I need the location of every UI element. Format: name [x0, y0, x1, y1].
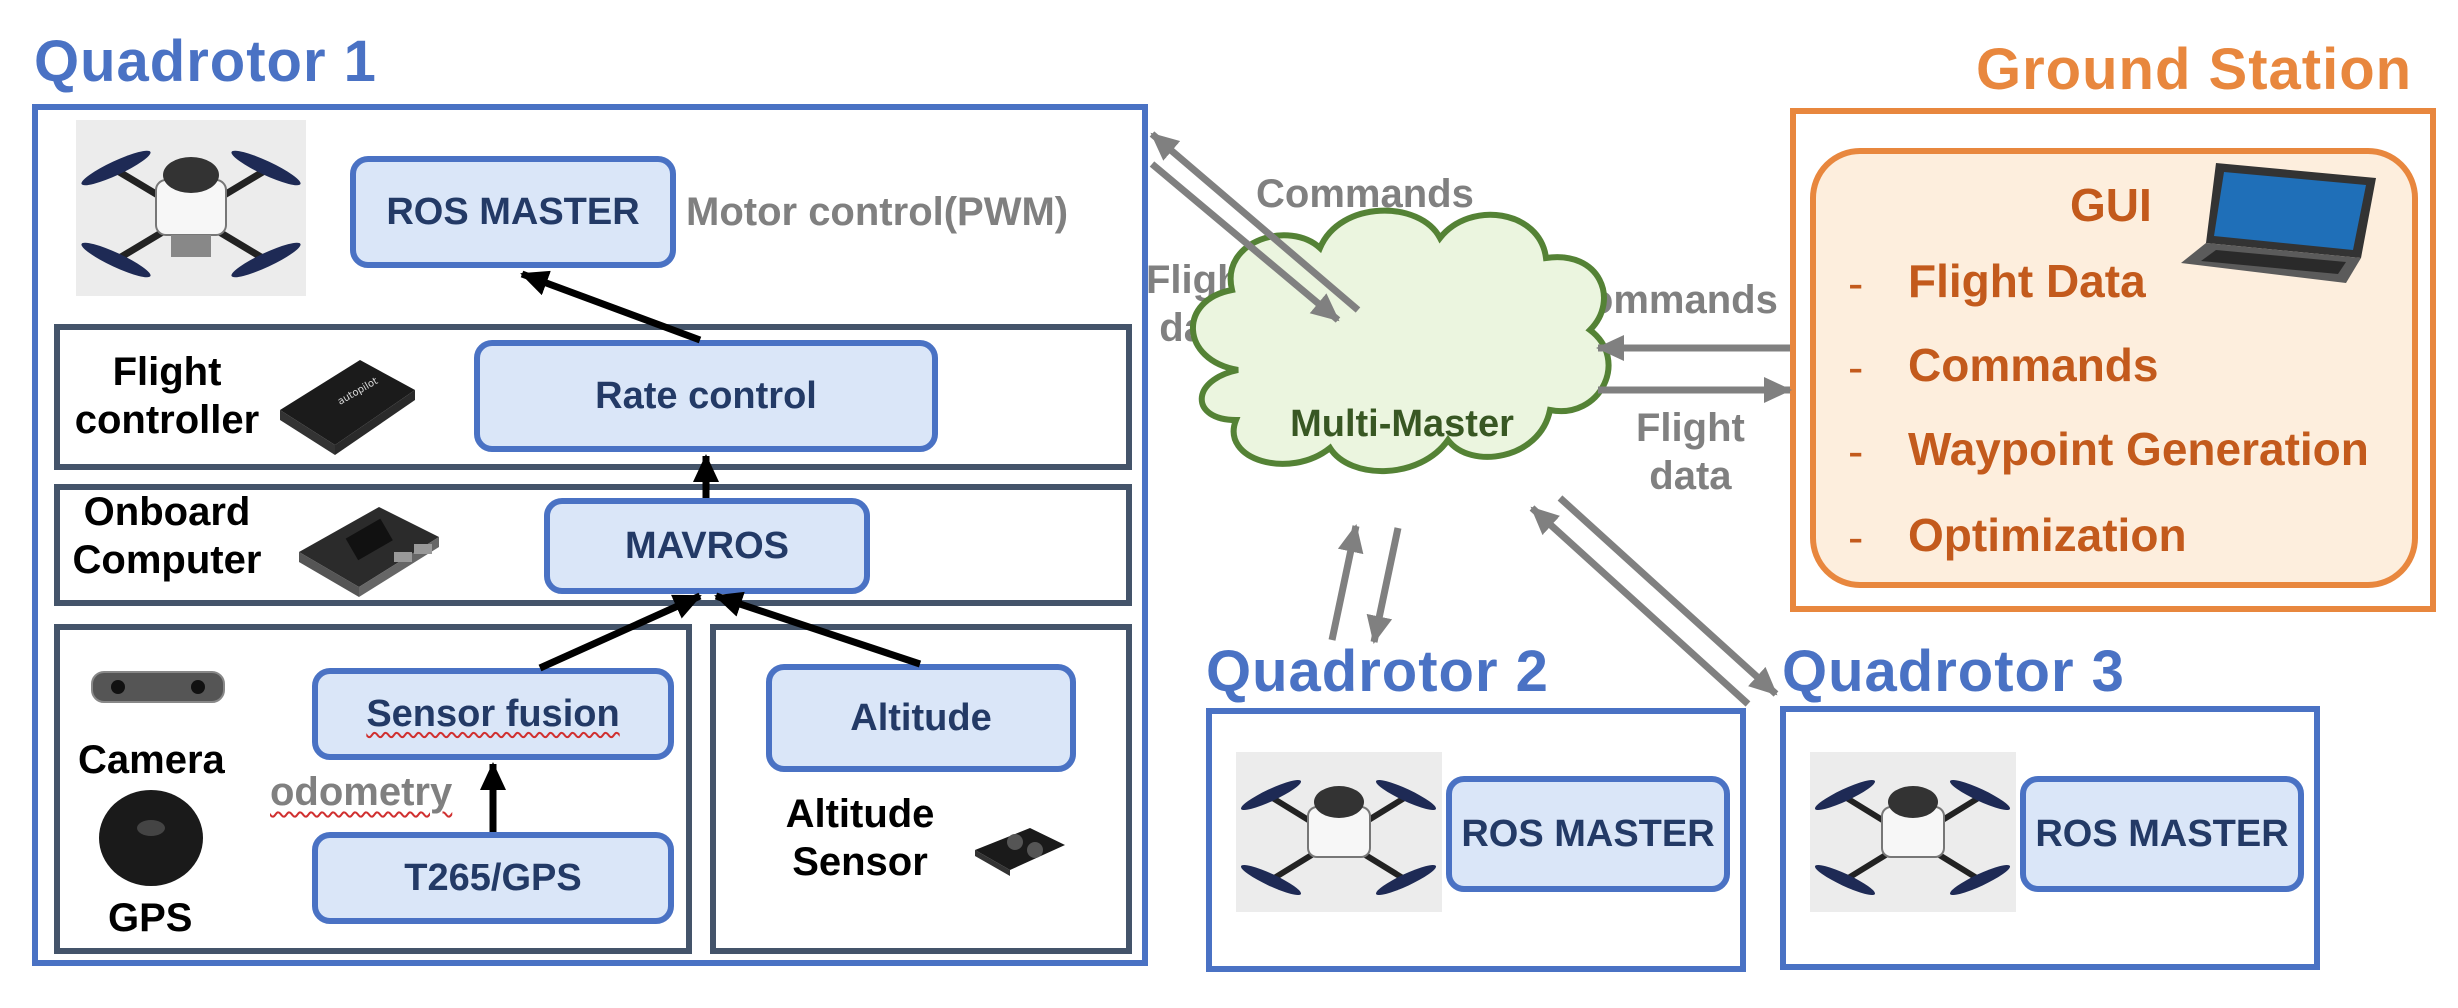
gs-item-commands: Commands: [1908, 339, 2159, 391]
camera-image: [88, 662, 228, 710]
arrow-rate-to-ros: [520, 270, 702, 344]
flight-controller-panel: [54, 324, 1132, 470]
altitude-sensor-label: Altitude Sensor: [785, 792, 935, 884]
quadrotor1-title: Quadrotor 1: [34, 29, 377, 94]
flight-data-label-right: Flight data: [1636, 406, 1745, 498]
mavros-node: MAVROS: [544, 498, 870, 594]
t265-gps-node: T265/GPS: [312, 832, 674, 924]
sensor-fusion-text: Sensor fusion: [366, 692, 620, 735]
gs-dash-4: -: [1848, 511, 1864, 563]
rate-control-node: Rate control: [474, 340, 938, 452]
gs-dash-2: -: [1848, 341, 1864, 393]
sensor-panel-left: [54, 624, 692, 954]
arrow-cloud-to-q2: [1366, 527, 1402, 644]
motor-control-label: Motor control(PWM): [686, 190, 1069, 234]
ros-master-node-3: ROS MASTER: [2020, 776, 2304, 892]
quadrotor1-panel: [32, 104, 1148, 966]
gs-dash-3: -: [1848, 425, 1864, 477]
gs-item-optimization: Optimization: [1908, 509, 2187, 561]
camera-label: Camera: [78, 738, 225, 782]
arrow-q1-to-cloud: [1149, 161, 1341, 323]
arrow-fusion-to-mavros: [538, 592, 702, 672]
altitude-sensor-image: [970, 820, 1070, 880]
commands-label-left: Commands: [1256, 172, 1474, 216]
flight-controller-image: autopilot: [270, 340, 420, 460]
laptop-image: [2176, 158, 2386, 288]
onboard-computer-image: [294, 492, 444, 602]
ground-station-panel: [1790, 108, 2436, 612]
quadrotor2-title: Quadrotor 2: [1206, 639, 1549, 704]
quadrotor3-panel: [1780, 706, 2320, 970]
multi-master-label: Multi-Master: [1290, 403, 1514, 445]
ros-master-node-2: ROS MASTER: [1446, 776, 1730, 892]
arrow-cloud-to-q3: [1557, 495, 1779, 697]
arrow-q2-to-cloud: [1328, 524, 1364, 641]
drone-photo-3: [1810, 752, 2016, 912]
drone-photo-2: [1236, 752, 1442, 912]
arrow-altitude-to-mavros: [714, 591, 922, 668]
gps-image: [96, 788, 206, 888]
sensor-panel-right: [710, 624, 1132, 954]
gs-item-flight-data: Flight Data: [1908, 255, 2146, 307]
drone-photo-1: [76, 120, 306, 296]
onboard-computer-panel: [54, 484, 1132, 606]
gui-label: GUI: [2070, 179, 2152, 231]
odometry-label: odometry: [270, 770, 453, 814]
sensor-fusion-node: Sensor fusion: [312, 668, 674, 760]
quadrotor3-title: Quadrotor 3: [1782, 639, 2125, 704]
quadrotor2-panel: [1206, 708, 1746, 972]
ground-station-title: Ground Station: [1976, 37, 2413, 102]
flight-controller-label: Flight controller: [74, 350, 260, 442]
gps-label: GPS: [108, 896, 193, 940]
arrow-q3-to-cloud: [1529, 505, 1751, 707]
gs-dash-1: -: [1848, 257, 1864, 309]
onboard-computer-label: Onboard Computer: [72, 490, 262, 582]
ros-master-node-1: ROS MASTER: [350, 156, 676, 268]
gs-item-waypoint-generation: Waypoint Generation: [1908, 423, 2369, 475]
altitude-node: Altitude: [766, 664, 1076, 772]
arrow-cloud-to-q1: [1149, 131, 1361, 313]
